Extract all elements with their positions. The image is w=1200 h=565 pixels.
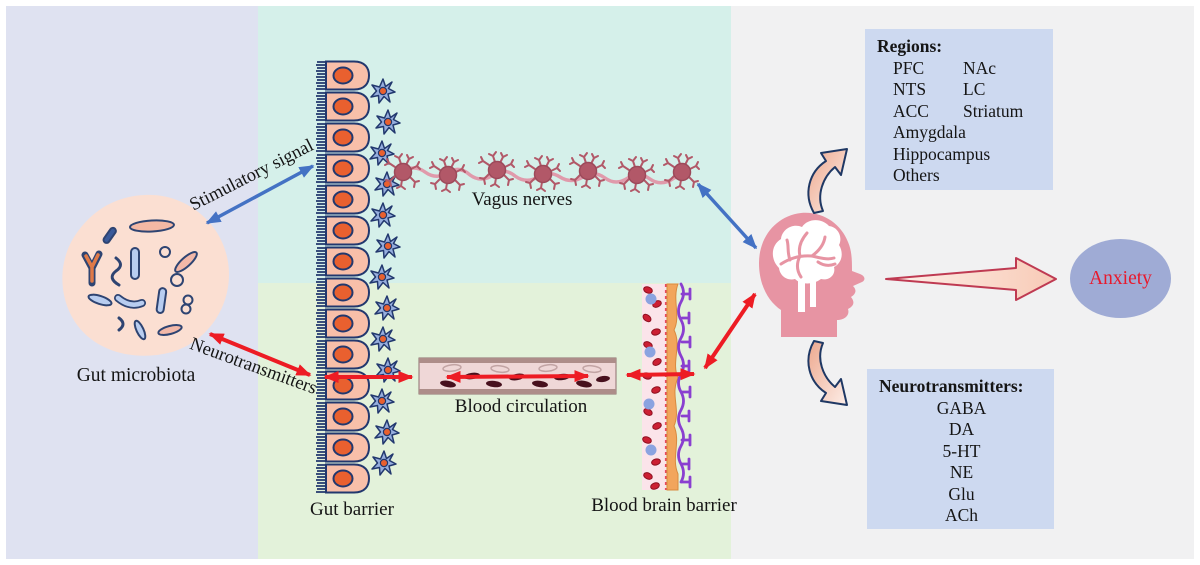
enteric-glia-cells bbox=[369, 78, 401, 476]
neurotransmitters-box: Neurotransmitters: GABA DA 5-HT NE Glu A… bbox=[867, 369, 1054, 529]
region-item: Amygdala bbox=[893, 122, 966, 142]
curved-arrow-to-neurotransmitters bbox=[807, 340, 848, 406]
gut-microbiota-illustration bbox=[62, 194, 229, 356]
region-item: NTS bbox=[893, 79, 927, 99]
neurotransmitter-item: Glu bbox=[948, 483, 975, 504]
blood-circulation-label: Blood circulation bbox=[454, 396, 588, 417]
head-with-brain-icon bbox=[759, 212, 865, 337]
region-item: Hippocampus bbox=[893, 143, 991, 164]
neurotransmitter-item: ACh bbox=[944, 505, 979, 525]
anxiety-ellipse: Anxiety bbox=[1070, 239, 1171, 318]
regions-row: Amygdala bbox=[877, 122, 1043, 144]
neurotransmitters-box-title: Neurotransmitters: bbox=[879, 376, 1024, 396]
neurotransmitter-item: 5-HT bbox=[942, 440, 981, 461]
stimulatory-signal-arrow bbox=[205, 164, 315, 225]
gut-barrier-illustration bbox=[315, 60, 401, 494]
bbb-to-brain-arrow bbox=[703, 292, 757, 370]
microbiota-neurotransmitter-arrow bbox=[208, 332, 312, 377]
region-item: PFC bbox=[893, 57, 925, 78]
gut-microbiota-label: Gut microbiota bbox=[76, 365, 196, 386]
y-shaped-bacterium-icon bbox=[81, 250, 103, 287]
regions-row: Others bbox=[877, 165, 1043, 187]
regions-row: Hippocampus bbox=[877, 144, 1043, 166]
region-item: LC bbox=[963, 79, 986, 99]
region-item: ACC bbox=[893, 100, 929, 121]
vagus-nerves-illustration bbox=[384, 151, 700, 193]
anxiety-arrow bbox=[885, 257, 1057, 301]
vagus-nerves-label: Vagus nerves bbox=[471, 189, 573, 210]
regions-box: Regions: PFC NAc NTS LC ACC Striatum Amy… bbox=[865, 29, 1053, 190]
regions-row: NTS LC bbox=[877, 79, 1043, 101]
region-item: Striatum bbox=[963, 100, 1024, 121]
neurotransmitter-item: DA bbox=[948, 419, 975, 439]
gut-barrier-label: Gut barrier bbox=[310, 499, 394, 520]
connector-arrows bbox=[205, 164, 758, 383]
region-item: NAc bbox=[963, 57, 997, 78]
region-item: Others bbox=[893, 165, 940, 185]
curved-arrow-to-regions bbox=[807, 148, 848, 214]
vagus-to-brain-arrow bbox=[696, 182, 758, 250]
neurotransmitter-item: GABA bbox=[936, 397, 987, 418]
regions-box-title: Regions: bbox=[877, 36, 943, 56]
blood-brain-barrier-illustration bbox=[642, 282, 692, 491]
regions-row: PFC NAc bbox=[877, 58, 1043, 80]
regions-row: ACC Striatum bbox=[877, 101, 1043, 123]
neurotransmitter-item: NE bbox=[949, 462, 974, 482]
within-vessel-arrow bbox=[445, 370, 590, 383]
blood-brain-barrier-label: Blood brain barrier bbox=[591, 495, 737, 516]
vessel-to-bbb-arrow bbox=[625, 368, 696, 381]
anxiety-label: Anxiety bbox=[1089, 267, 1152, 289]
